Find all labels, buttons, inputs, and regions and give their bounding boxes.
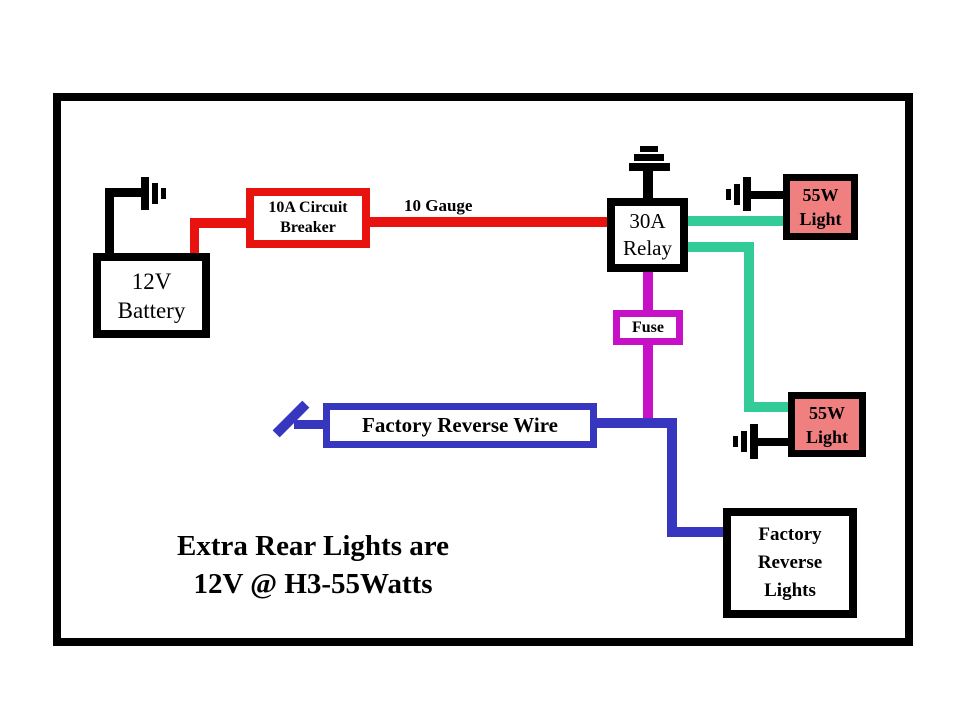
wire-relay-to-light-bottom-h2	[744, 402, 794, 412]
battery-label-line2: Battery	[117, 297, 186, 323]
caption-line1: Extra Rear Lights are	[177, 530, 449, 562]
relay-ground-icon	[627, 144, 672, 204]
battery-ground-icon	[100, 175, 170, 263]
circuit-breaker-box: 10A Circuit Breaker	[246, 188, 370, 248]
battery-label-line1: 12V	[131, 268, 172, 294]
breaker-label-line2: Breaker	[280, 219, 336, 236]
light-top-box: 55W Light	[783, 174, 858, 240]
fuse-box: Fuse	[613, 310, 683, 345]
light-bottom-box: 55W Light	[788, 392, 866, 457]
relay-label-line1: 30A	[629, 209, 666, 233]
wire-relay-to-light-bottom-v	[744, 242, 754, 412]
relay-label-line2: Relay	[623, 236, 672, 260]
factory-reverse-lights-line3: Lights	[764, 580, 816, 601]
light-top-label-line2: Light	[799, 209, 842, 229]
light-bottom-label-line2: Light	[805, 426, 848, 447]
battery-box: 12V Battery	[93, 253, 210, 338]
diagram-border	[53, 93, 913, 646]
factory-reverse-lights-line2: Reverse	[757, 552, 823, 573]
wire-junction-down	[667, 418, 677, 537]
wire-fuse-to-junction	[643, 340, 653, 424]
wire-battery-riser	[190, 218, 199, 260]
factory-reverse-wire-label: Factory Reverse Wire	[362, 413, 558, 437]
factory-reverse-lights-line1: Factory	[758, 524, 822, 545]
wire-battery-to-breaker	[190, 218, 252, 228]
wire-relay-to-light-bottom-h1	[684, 242, 754, 252]
light-bottom-label-line1: 55W	[809, 402, 845, 423]
factory-reverse-wire-box: Factory Reverse Wire	[323, 403, 597, 448]
wire-reverse-to-junction	[592, 418, 677, 428]
light-bottom-ground-icon	[731, 422, 792, 462]
light-top-ground-icon	[724, 175, 788, 215]
fuse-label: Fuse	[632, 318, 664, 336]
wire-reverse-stub	[294, 420, 327, 429]
breaker-label-line1: 10A Circuit	[268, 199, 348, 216]
wire-to-reverse-lights	[667, 527, 729, 537]
diagram-caption: Extra Rear Lights are 12V @ H3-55Watts	[113, 527, 513, 603]
factory-reverse-lights-box: Factory Reverse Lights	[723, 508, 857, 618]
wire-breaker-to-relay	[364, 217, 611, 227]
wire-relay-to-fuse	[643, 266, 653, 316]
relay-box: 30A Relay	[607, 198, 688, 272]
light-top-label-line1: 55W	[802, 185, 839, 205]
wire-gauge-label: 10 Gauge	[404, 196, 473, 215]
wire-relay-to-light-top	[684, 216, 787, 226]
caption-line2: 12V @ H3-55Watts	[193, 568, 433, 600]
